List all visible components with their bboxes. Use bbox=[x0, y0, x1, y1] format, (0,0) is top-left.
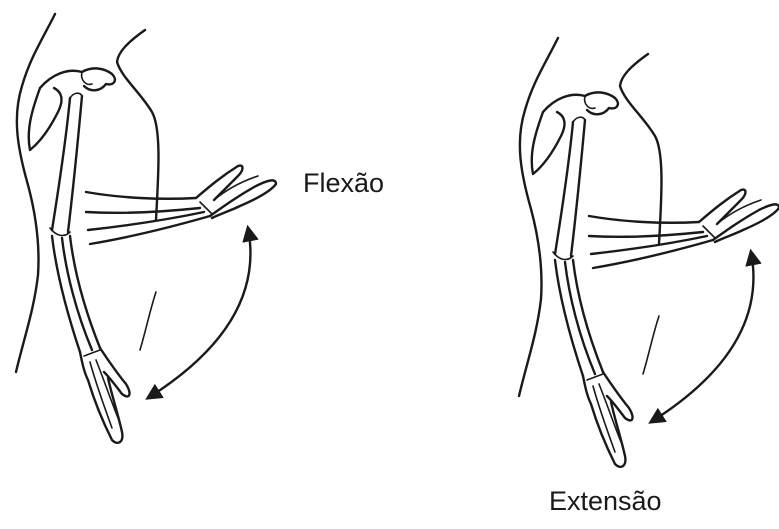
arm-skeleton-icon bbox=[16, 14, 276, 443]
arm-skeleton-icon bbox=[519, 38, 779, 467]
left-arm-figure bbox=[16, 14, 276, 443]
extension-label: Extensão bbox=[549, 486, 662, 517]
flexion-label: Flexão bbox=[303, 168, 384, 199]
right-arm-figure bbox=[519, 38, 779, 467]
